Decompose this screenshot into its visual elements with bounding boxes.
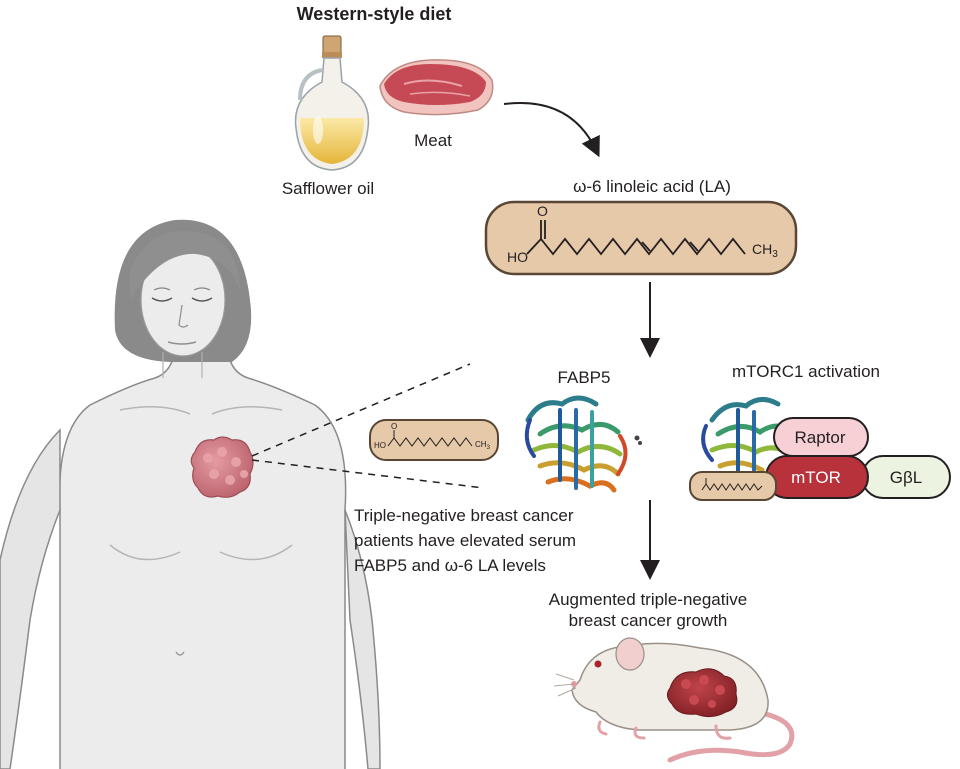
diagram-title: Western-style diet (297, 4, 452, 24)
raptor-label: Raptor (794, 428, 845, 447)
la-ho-label: HO (507, 249, 528, 265)
oil-label: Safflower oil (282, 179, 374, 198)
outcome-line-2: breast cancer growth (569, 611, 728, 630)
small-la-o: O (391, 422, 397, 431)
diet-to-la-arrow (503, 102, 600, 158)
patient-note-line-2: patients have elevated serum (354, 531, 576, 550)
la-name: ω-6 linoleic acid (LA) (573, 177, 731, 196)
bound-la-chain (701, 483, 763, 491)
fabp5-label: FABP5 (558, 368, 611, 387)
outcome-line-1: Augmented triple-negative (549, 590, 747, 609)
small-la-structure (387, 430, 473, 447)
mtor-label: mTOR (791, 468, 841, 487)
patient-note-line-1: Triple-negative breast cancer (354, 506, 574, 525)
small-la-ho: HO (374, 441, 386, 450)
meat-label: Meat (414, 131, 452, 150)
mtorc1-title: mTORC1 activation (732, 362, 880, 381)
meat-icon (379, 59, 494, 116)
la-o-label: O (537, 203, 548, 219)
small-la-box (369, 419, 499, 461)
la-structure (526, 220, 746, 256)
fabp5-protein-icon (524, 395, 642, 493)
breast-tumor-icon (190, 436, 254, 498)
patient-note-line-3: FABP5 and ω-6 LA levels (354, 556, 546, 575)
bound-la-box (689, 471, 777, 501)
woman-figure (0, 219, 381, 769)
la-ch3-label: CH3 (752, 241, 778, 260)
gbl-label: GβL (890, 468, 922, 487)
mouse-icon (553, 637, 795, 763)
zoom-line-top (251, 363, 471, 457)
oil-bottle-icon (294, 35, 370, 171)
la-structure-box (484, 200, 798, 276)
small-la-ch3: CH3 (475, 440, 491, 451)
